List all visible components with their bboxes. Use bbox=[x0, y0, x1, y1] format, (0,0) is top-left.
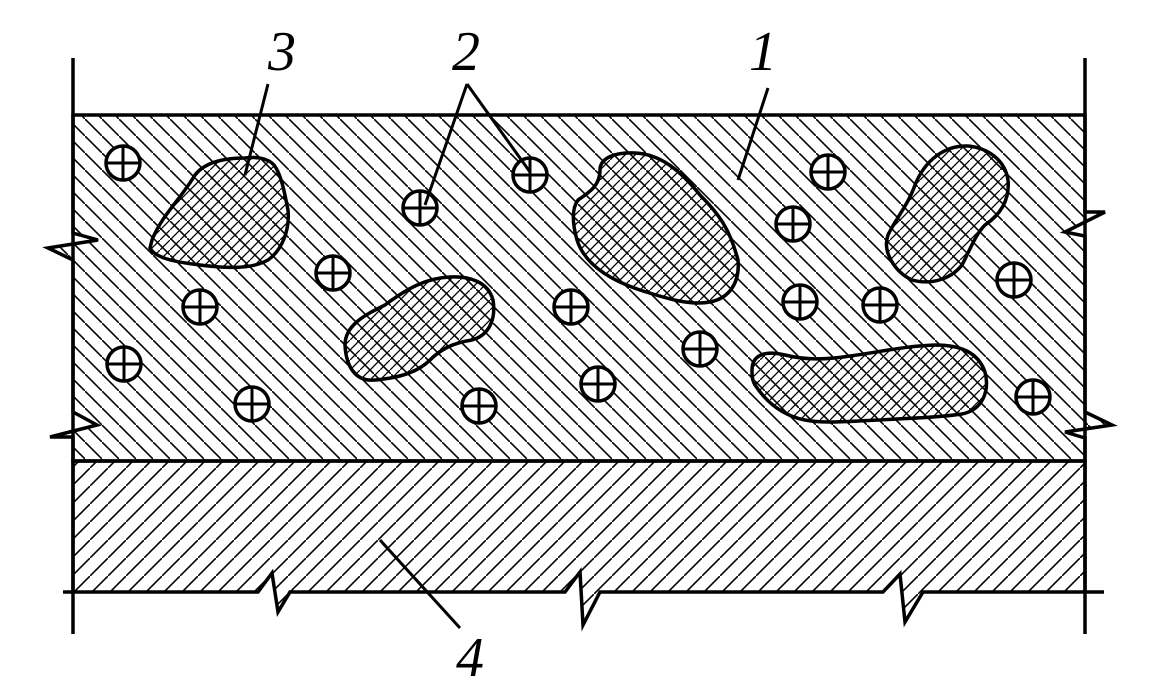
air-void bbox=[809, 153, 847, 191]
air-void bbox=[995, 261, 1033, 299]
callout-label-3: 3 bbox=[267, 21, 296, 83]
air-void bbox=[104, 144, 142, 182]
air-void bbox=[314, 254, 352, 292]
aggregate-stone bbox=[750, 343, 989, 424]
air-void bbox=[861, 286, 899, 324]
air-void bbox=[511, 156, 549, 194]
callout-label-2: 2 bbox=[452, 21, 480, 83]
air-void bbox=[681, 330, 719, 368]
air-void bbox=[1014, 378, 1052, 416]
air-void bbox=[105, 345, 143, 383]
leader-lines bbox=[243, 83, 770, 630]
leader-line-2a bbox=[423, 83, 469, 206]
leader-line-3 bbox=[243, 83, 270, 176]
air-void bbox=[233, 385, 271, 423]
air-void bbox=[781, 283, 819, 321]
air-void bbox=[460, 387, 498, 425]
aggregate-stone bbox=[148, 155, 291, 270]
aggregate-stones bbox=[148, 144, 1010, 424]
aggregate-stone bbox=[884, 144, 1010, 284]
leader-line-1 bbox=[736, 87, 770, 181]
leader-line-2b bbox=[465, 83, 532, 173]
air-void bbox=[401, 189, 439, 227]
callout-label-1: 1 bbox=[749, 21, 777, 83]
air-void bbox=[579, 365, 617, 403]
aggregate-stone bbox=[343, 275, 496, 382]
aggregate-stone bbox=[571, 151, 740, 305]
air-voids bbox=[104, 144, 1052, 425]
base-layer bbox=[71, 459, 1087, 632]
air-void bbox=[774, 205, 812, 243]
air-void bbox=[552, 288, 590, 326]
leader-line-4 bbox=[378, 538, 462, 630]
air-void bbox=[181, 288, 219, 326]
callout-label-4: 4 bbox=[456, 627, 484, 689]
